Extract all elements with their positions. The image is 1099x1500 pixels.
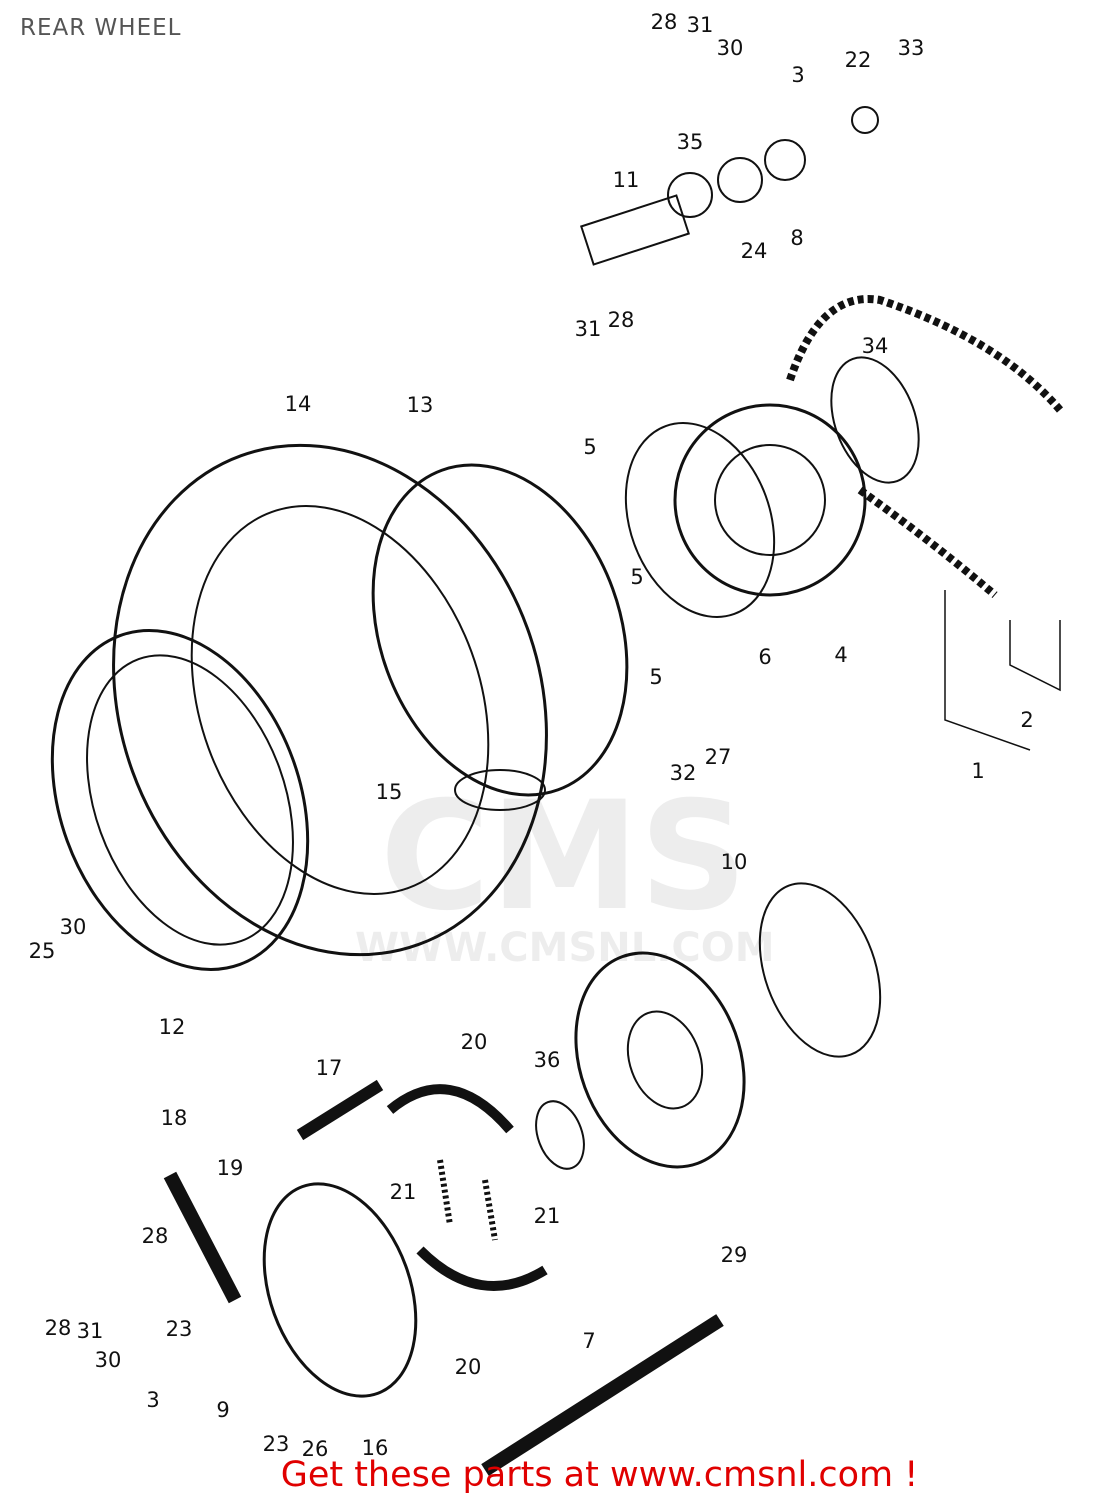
callout: 32 xyxy=(669,761,697,785)
brake-cam xyxy=(296,1079,384,1141)
callout: 35 xyxy=(676,130,704,154)
watermark-logo: CMS xyxy=(380,770,748,944)
callout: 30 xyxy=(59,915,87,939)
callout: 31 xyxy=(76,1319,104,1343)
tube-valve xyxy=(454,769,546,811)
callout: 9 xyxy=(216,1398,230,1422)
spring-21-left xyxy=(437,1159,453,1226)
callout: 24 xyxy=(740,239,768,263)
brake-shoe-upper xyxy=(386,1084,514,1134)
brake-panel xyxy=(262,1182,418,1398)
callout: 36 xyxy=(533,1048,561,1072)
nut-22 xyxy=(851,106,879,134)
spacer-11 xyxy=(580,194,690,266)
callout: 5 xyxy=(649,665,663,689)
callout: 30 xyxy=(94,1348,122,1372)
watermark-url: WWW.CMSNL.COM xyxy=(355,925,775,971)
sprocket xyxy=(673,403,867,597)
rim-12-inner xyxy=(86,654,294,946)
bearing-35 xyxy=(667,172,713,218)
callout: 21 xyxy=(389,1180,417,1204)
callout: 3 xyxy=(791,63,805,87)
callout: 21 xyxy=(533,1204,561,1228)
callout-bracket-1 xyxy=(944,590,1031,751)
callout: 23 xyxy=(165,1317,193,1341)
callout: 10 xyxy=(720,850,748,874)
callout: 28 xyxy=(607,308,635,332)
callout: 7 xyxy=(582,1329,596,1353)
rim-13 xyxy=(371,463,629,797)
brake-drum xyxy=(758,882,882,1058)
callout: 22 xyxy=(844,48,872,72)
callout: 31 xyxy=(686,13,714,37)
callout: 31 xyxy=(574,317,602,341)
tire-inner xyxy=(190,505,490,895)
collar-8 xyxy=(764,139,806,181)
spring-21-right xyxy=(482,1179,498,1241)
callout: 11 xyxy=(612,168,640,192)
callout: 5 xyxy=(630,565,644,589)
callout: 8 xyxy=(790,226,804,250)
callout: 13 xyxy=(406,393,434,417)
callout: 30 xyxy=(716,36,744,60)
rim-12 xyxy=(50,629,310,971)
callout: 33 xyxy=(897,36,925,60)
brake-shoe-lower xyxy=(416,1246,548,1291)
hub-flange xyxy=(624,422,776,618)
brake-arm xyxy=(163,1171,242,1304)
tire xyxy=(112,443,548,957)
callout: 6 xyxy=(758,645,772,669)
callout-bracket-2 xyxy=(1009,620,1061,692)
diagram-title: REAR WHEEL xyxy=(20,15,182,41)
footer-link-banner[interactable]: Get these parts at www.cmsnl.com ! xyxy=(0,1455,1099,1495)
callout: 20 xyxy=(460,1030,488,1054)
callout: 12 xyxy=(158,1015,186,1039)
callout: 28 xyxy=(141,1224,169,1248)
callout: 18 xyxy=(160,1106,188,1130)
callout: 17 xyxy=(315,1056,343,1080)
callout: 4 xyxy=(834,643,848,667)
bearing-36 xyxy=(535,1100,585,1170)
callout: 23 xyxy=(262,1432,290,1456)
axle xyxy=(481,1314,724,1476)
callout: 1 xyxy=(971,759,985,783)
chain xyxy=(786,295,1064,599)
callout: 3 xyxy=(146,1388,160,1412)
footer-text[interactable]: Get these parts at www.cmsnl.com ! xyxy=(280,1455,919,1495)
circlip xyxy=(830,356,920,484)
callout: 14 xyxy=(284,392,312,416)
callout: 28 xyxy=(44,1316,72,1340)
callout: 27 xyxy=(704,745,732,769)
callout: 2 xyxy=(1020,708,1034,732)
callout: 16 xyxy=(361,1436,389,1460)
callout: 26 xyxy=(301,1437,329,1461)
callout: 29 xyxy=(720,1243,748,1267)
callout: 15 xyxy=(375,780,403,804)
callout: 5 xyxy=(583,435,597,459)
callout: 34 xyxy=(861,334,889,358)
callout: 28 xyxy=(650,10,678,34)
callout: 25 xyxy=(28,939,56,963)
callout: 19 xyxy=(216,1156,244,1180)
callout: 20 xyxy=(454,1355,482,1379)
bearing-24 xyxy=(717,157,763,203)
